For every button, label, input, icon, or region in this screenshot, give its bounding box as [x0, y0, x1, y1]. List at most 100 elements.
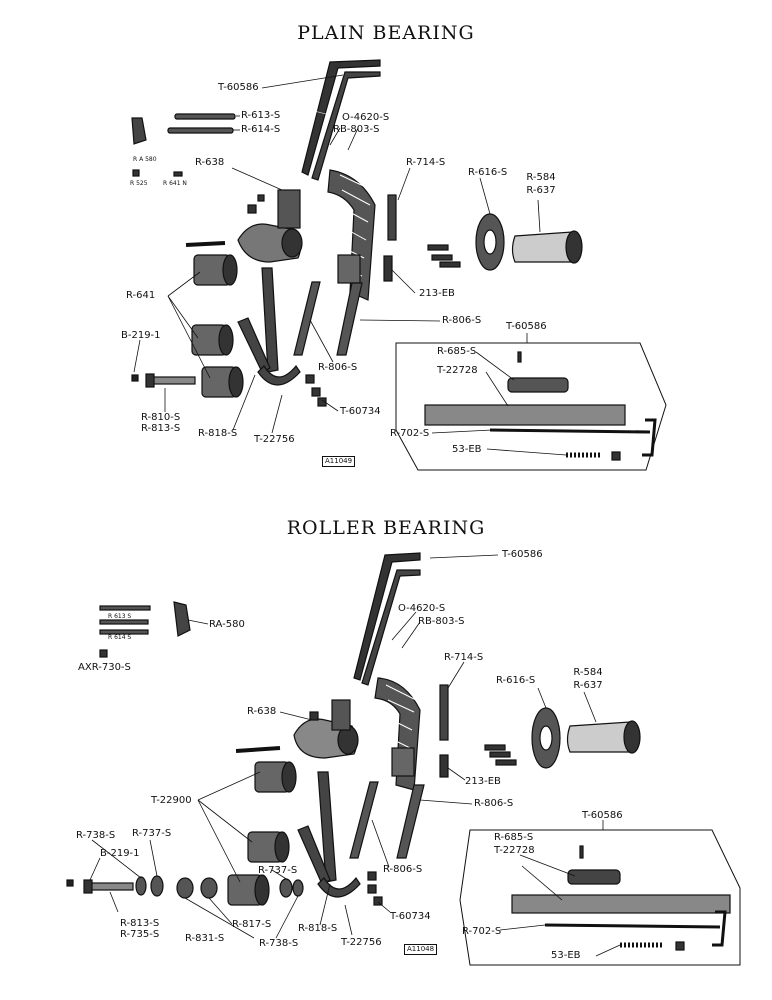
label-axr730s-roller: AXR-730-S — [78, 662, 131, 673]
plain-key-213eb — [383, 255, 393, 282]
label-r714s-roller: R-714-S — [444, 652, 484, 663]
label-inset-t60586-roller: T-60586 — [582, 810, 623, 821]
label-t60586-plain: T-60586 — [218, 82, 259, 93]
label-t60586-roller: T-60586 — [502, 549, 543, 560]
label-rb803s-roller: RB-803-S — [418, 616, 465, 627]
label-213eb-plain: 213-EB — [419, 288, 455, 299]
roller-bushing-r584 — [566, 720, 641, 754]
plain-housing-r638 — [237, 189, 303, 263]
label-r616s-plain: R-616-S — [468, 167, 508, 178]
plain-fork-r818 — [237, 267, 301, 386]
roller-fork-r818 — [297, 771, 361, 898]
label-r738s-a-roller: R-738-S — [76, 830, 116, 841]
roller-screws — [484, 744, 517, 766]
label-r638-plain: R-638 — [195, 157, 225, 168]
label-r525-plain: R 525 — [130, 180, 148, 187]
label-53eb-roller: 53-EB — [551, 950, 581, 961]
plain-pin-r714 — [387, 194, 397, 241]
roller-inset-box — [459, 829, 741, 966]
roller-link-r806-a — [349, 781, 379, 859]
label-o4620s-plain: O-4620-S — [342, 112, 390, 123]
label-r641-plain: R-641 — [126, 290, 156, 301]
label-b2191-roller: B-219-1 — [100, 848, 140, 859]
plain-bolt — [185, 241, 226, 247]
label-r818s-roller: R-818-S — [298, 923, 338, 934]
label-r714s-plain: R-714-S — [406, 157, 446, 168]
label-r738s-b-roller: R-738-S — [259, 938, 299, 949]
roller-bolt — [235, 746, 281, 753]
label-t22756-plain: T-22756 — [254, 434, 295, 445]
roller-link-r806-b — [396, 784, 425, 859]
leader-lines — [89, 74, 621, 957]
plain-link-r806-b — [336, 282, 363, 356]
roller-roller-3 — [227, 874, 270, 906]
label-r735s-roller: R-735-S — [120, 929, 160, 940]
label-r818s-plain: R-818-S — [198, 428, 238, 439]
label-t60734-roller: T-60734 — [390, 911, 431, 922]
plain-rod-r613 — [174, 113, 236, 120]
label-r806s-b-roller: R-806-S — [383, 864, 423, 875]
label-ra580-plain: R A 580 — [133, 156, 157, 163]
label-r613s-plain: R-613-S — [241, 110, 281, 121]
label-r637-roller: R-637 — [573, 680, 603, 691]
plain-r641n-piece — [173, 171, 183, 177]
label-r584-roller: R-584 — [573, 667, 603, 678]
roller-housing-r638 — [293, 699, 359, 759]
label-r614s-plain: R-614-S — [241, 124, 281, 135]
roller-washer-r616 — [531, 707, 561, 769]
label-r810s-plain: R-810-S — [141, 412, 181, 423]
plain-bearing-title: PLAIN BEARING — [297, 22, 475, 44]
plain-b2191-piece — [131, 374, 139, 382]
plain-rod-r614 — [167, 127, 234, 134]
label-r702s-roller: R-702-S — [462, 926, 502, 937]
plain-bushing-r584 — [511, 230, 583, 264]
label-t22728-roller: T-22728 — [494, 845, 535, 856]
label-213eb-roller: 213-EB — [465, 776, 501, 787]
plain-roller-1 — [193, 254, 238, 286]
label-t22900-roller: T-22900 — [151, 795, 192, 806]
roller-segment-gear — [374, 677, 421, 791]
plain-ra580-piece — [131, 117, 147, 145]
plain-pin-r810 — [145, 373, 196, 388]
plain-roller-2 — [191, 324, 234, 356]
label-r806s-a-roller: R-806-S — [474, 798, 514, 809]
plain-link-r806-a — [293, 281, 321, 356]
label-r737s-a-roller: R-737-S — [132, 828, 172, 839]
plain-r525-piece — [132, 169, 140, 177]
label-r806s-b-plain: R-806-S — [318, 362, 358, 373]
roller-rods-top-left — [99, 605, 151, 658]
roller-ra580-piece — [173, 601, 191, 637]
roller-roller-1 — [254, 761, 297, 793]
label-rb803s-plain: RB-803-S — [333, 124, 380, 135]
label-r614-roller: R 614 S — [108, 634, 132, 641]
plate-code-plain: A11049 — [322, 456, 356, 467]
plain-screws — [427, 244, 461, 268]
roller-key-213eb — [439, 754, 449, 778]
plain-shift-lever — [301, 59, 381, 181]
plain-washer-r616 — [475, 213, 505, 271]
label-r641n-plain: R 641 N — [163, 180, 187, 187]
label-b2191-plain: B-219-1 — [121, 330, 161, 341]
label-t22756-roller: T-22756 — [341, 937, 382, 948]
label-ra580-roller: RA-580 — [209, 619, 245, 630]
roller-b2191-piece — [66, 879, 74, 887]
roller-bearing-rings — [135, 875, 304, 899]
label-t22728-plain: T-22728 — [437, 365, 478, 376]
roller-t60734-pieces — [367, 871, 383, 906]
roller-inset-parts — [511, 845, 731, 951]
label-r813s-plain: R-813-S — [141, 423, 181, 434]
label-r806s-a-plain: R-806-S — [442, 315, 482, 326]
plain-roller-3 — [201, 366, 244, 398]
plain-segment-gear — [327, 169, 376, 301]
label-r685s-plain: R-685-S — [437, 346, 477, 357]
plate-code-roller: A11048 — [404, 944, 438, 955]
plain-inset-box — [395, 342, 667, 471]
label-r637-plain: R-637 — [526, 185, 556, 196]
label-r817s-roller: R-817-S — [232, 919, 272, 930]
label-o4620s-roller: O-4620-S — [398, 603, 446, 614]
roller-pin-r714 — [439, 684, 449, 741]
label-r813s-roller: R-813-S — [120, 918, 160, 929]
label-r737s-b-roller: R-737-S — [258, 865, 298, 876]
label-inset-t60586-plain: T-60586 — [506, 321, 547, 332]
